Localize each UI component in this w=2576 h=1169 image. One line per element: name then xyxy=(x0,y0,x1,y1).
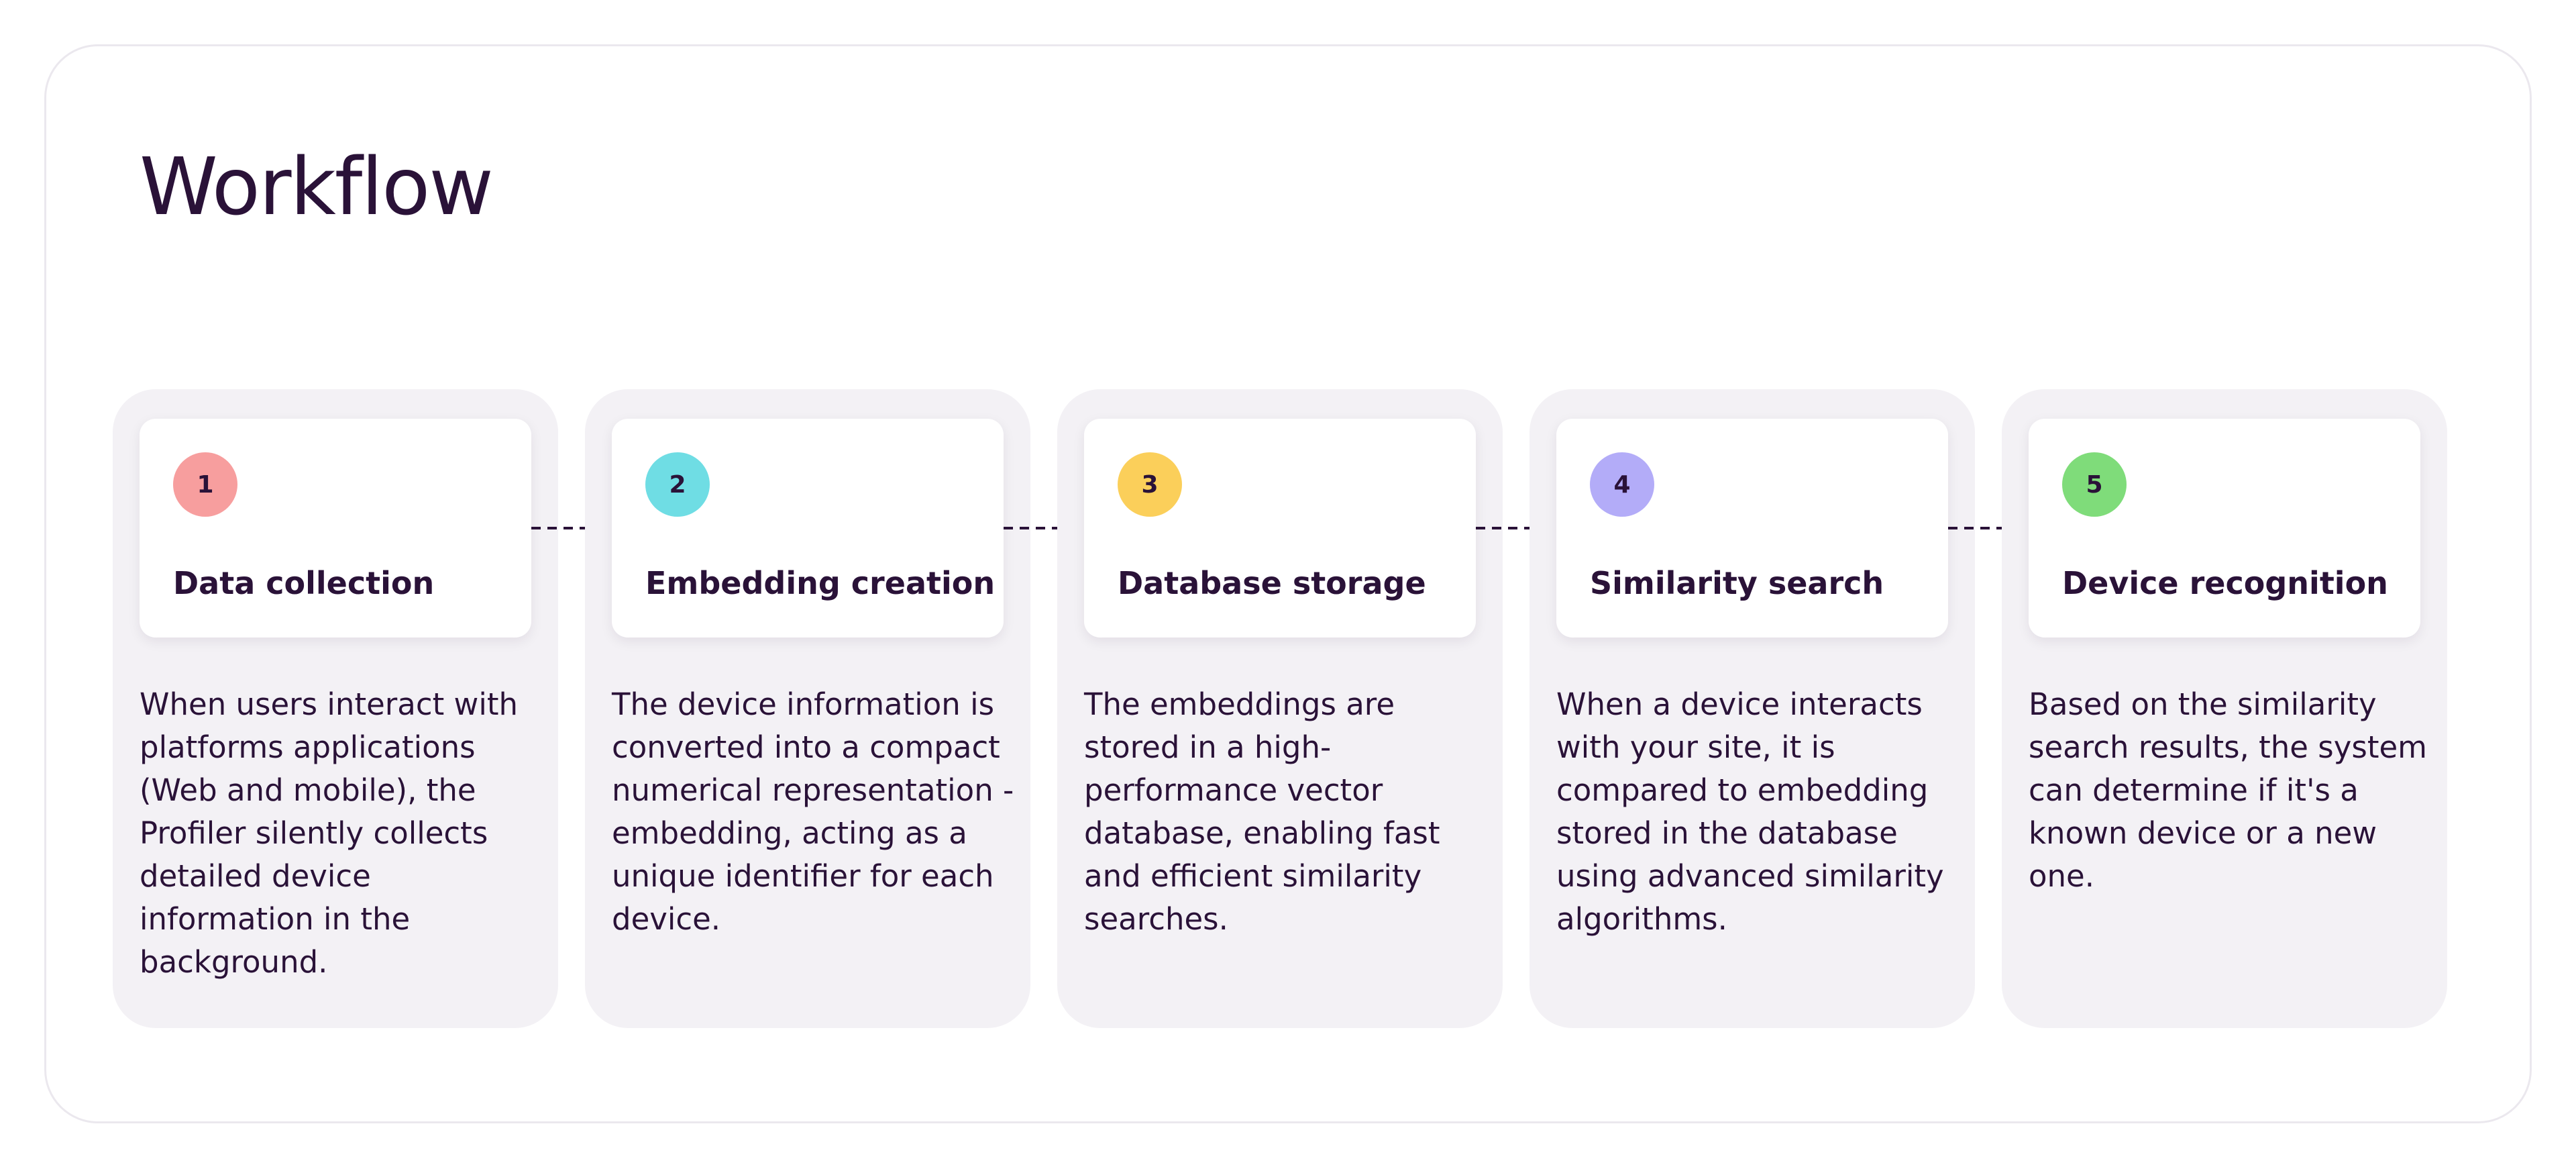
step-number-badge-1: 1 xyxy=(173,452,237,517)
step-card-1: 1 Data collection xyxy=(140,419,531,638)
step-title-1: Data collection xyxy=(173,565,435,601)
step-title-2: Embedding creation xyxy=(645,565,996,601)
step-title-5: Device recognition xyxy=(2062,565,2388,601)
step-card-2: 2 Embedding creation xyxy=(612,419,1004,638)
step-description-2: The device information is converted into… xyxy=(612,687,1014,937)
step-panel-3: 3 Database storage The embeddings are st… xyxy=(1057,389,1503,1028)
page-title: Workflow xyxy=(140,140,494,233)
step-description-3: The embeddings are stored in a high-perf… xyxy=(1084,687,1440,937)
step-description-4: When a device interacts with your site, … xyxy=(1556,687,1944,937)
step-panel-1: 1 Data collection When users interact wi… xyxy=(113,389,558,1028)
step-number-badge-2: 2 xyxy=(645,452,710,517)
step-description-5: Based on the similarity search results, … xyxy=(2029,687,2427,894)
step-number-badge-5: 5 xyxy=(2062,452,2127,517)
step-panel-5: 5 Device recognition Based on the simila… xyxy=(2002,389,2447,1028)
step-description-1: When users interact with platforms appli… xyxy=(140,687,519,980)
step-card-4: 4 Similarity search xyxy=(1556,419,1948,638)
step-title-3: Database storage xyxy=(1118,565,1426,601)
step-card-5: 5 Device recognition xyxy=(2029,419,2420,638)
step-panel-4: 4 Similarity search When a device intera… xyxy=(1529,389,1975,1028)
step-card-3: 3 Database storage xyxy=(1084,419,1476,638)
step-title-4: Similarity search xyxy=(1590,565,1884,601)
step-number-badge-4: 4 xyxy=(1590,452,1654,517)
step-panel-2: 2 Embedding creation The device informat… xyxy=(585,389,1030,1028)
step-number-badge-3: 3 xyxy=(1118,452,1182,517)
